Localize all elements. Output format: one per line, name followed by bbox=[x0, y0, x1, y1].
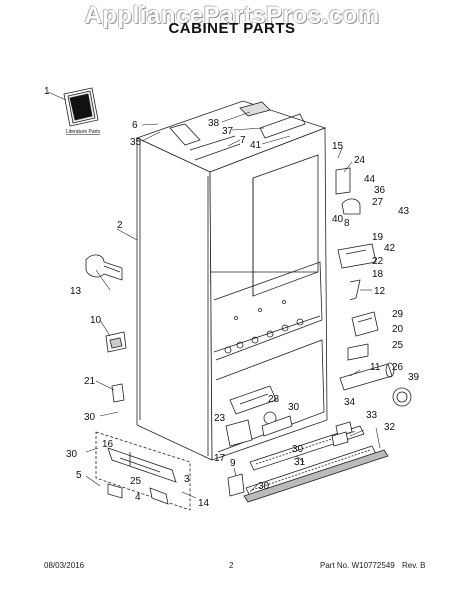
callout-4: 4 bbox=[135, 492, 141, 503]
callout-25-left: 25 bbox=[130, 476, 142, 487]
base-rail-32 bbox=[243, 449, 389, 503]
part-17 bbox=[225, 419, 253, 447]
callout-30-a: 30 bbox=[84, 412, 96, 423]
callout-29: 29 bbox=[392, 309, 404, 320]
callout-27: 27 bbox=[372, 197, 384, 208]
callout-26: 26 bbox=[392, 362, 404, 373]
callout-23: 23 bbox=[214, 413, 226, 424]
callout-17: 17 bbox=[214, 453, 226, 464]
part-25-right bbox=[347, 343, 369, 361]
part-39-cap bbox=[392, 387, 412, 407]
leader-lines bbox=[47, 91, 381, 499]
literature-booklet bbox=[63, 87, 99, 127]
part-26-tube bbox=[339, 362, 395, 391]
callout-30-c: 30 bbox=[288, 402, 300, 413]
footer-date: 08/03/2016 bbox=[44, 561, 85, 570]
callout-33: 33 bbox=[366, 410, 378, 421]
footer-page-number: 2 bbox=[229, 561, 234, 570]
page-title: CABINET PARTS bbox=[168, 20, 296, 37]
part-28 bbox=[229, 385, 277, 415]
callout-36: 36 bbox=[374, 185, 386, 196]
part-24 bbox=[335, 167, 351, 195]
callout-22: 22 bbox=[372, 256, 384, 267]
callout-25-right: 25 bbox=[392, 340, 404, 351]
callout-43: 43 bbox=[398, 206, 410, 217]
callout-1: 1 bbox=[44, 86, 50, 97]
bottom-hinge bbox=[107, 447, 177, 505]
callout-20: 20 bbox=[392, 324, 404, 335]
part-30-mid bbox=[261, 411, 293, 437]
part-12 bbox=[349, 279, 361, 301]
callout-31: 31 bbox=[294, 457, 306, 468]
callout-14: 14 bbox=[198, 498, 210, 509]
callout-10: 10 bbox=[90, 315, 102, 326]
callout-11: 11 bbox=[370, 362, 381, 373]
callout-21: 21 bbox=[84, 376, 96, 387]
callout-9: 9 bbox=[230, 458, 236, 469]
callout-13: 13 bbox=[70, 286, 82, 297]
callout-39: 39 bbox=[408, 372, 420, 383]
footer-revision: Rev. B bbox=[402, 561, 426, 570]
hinge-assembly-22 bbox=[337, 243, 377, 269]
callout-34: 34 bbox=[344, 397, 356, 408]
callout-42: 42 bbox=[384, 243, 396, 254]
callout-40: 40 bbox=[332, 214, 344, 225]
hinge-box-outline bbox=[95, 431, 191, 511]
callout-37: 37 bbox=[222, 126, 234, 137]
callouts: 1 Literature Parts 2 3 4 5 6 7 8 9 10 11… bbox=[44, 86, 420, 509]
callout-8: 8 bbox=[344, 218, 350, 229]
callout-41: 41 bbox=[250, 140, 262, 151]
callout-30-e: 30 bbox=[258, 481, 270, 492]
part-36-bracket bbox=[341, 198, 361, 215]
literature-label: Literature Parts bbox=[66, 129, 101, 135]
cabinet-body bbox=[135, 100, 328, 461]
footer-part-number: Part No. W10772549 bbox=[320, 561, 395, 570]
part-13 bbox=[85, 254, 123, 281]
callout-2: 2 bbox=[117, 220, 123, 231]
callout-16: 16 bbox=[102, 439, 114, 450]
callout-7: 7 bbox=[240, 135, 246, 146]
callout-18: 18 bbox=[372, 269, 384, 280]
part-21 bbox=[111, 383, 125, 403]
callout-24: 24 bbox=[354, 155, 366, 166]
callout-28: 28 bbox=[268, 394, 280, 405]
part-29 bbox=[351, 311, 379, 337]
callout-15: 15 bbox=[332, 141, 344, 152]
part-34-33 bbox=[331, 421, 353, 447]
callout-44: 44 bbox=[364, 174, 376, 185]
callout-32: 32 bbox=[384, 422, 396, 433]
callout-30-b: 30 bbox=[66, 449, 78, 460]
watermark: AppliancePartsPros.com bbox=[84, 2, 380, 29]
callout-35: 35 bbox=[130, 137, 142, 148]
callout-12: 12 bbox=[374, 286, 386, 297]
callout-19: 19 bbox=[372, 232, 384, 243]
callout-3: 3 bbox=[184, 474, 190, 485]
callout-38: 38 bbox=[208, 118, 220, 129]
part-10 bbox=[105, 331, 127, 353]
callout-30-d: 30 bbox=[292, 444, 304, 455]
callout-6: 6 bbox=[132, 120, 138, 131]
callout-5: 5 bbox=[76, 470, 82, 481]
part-9 bbox=[227, 473, 245, 497]
